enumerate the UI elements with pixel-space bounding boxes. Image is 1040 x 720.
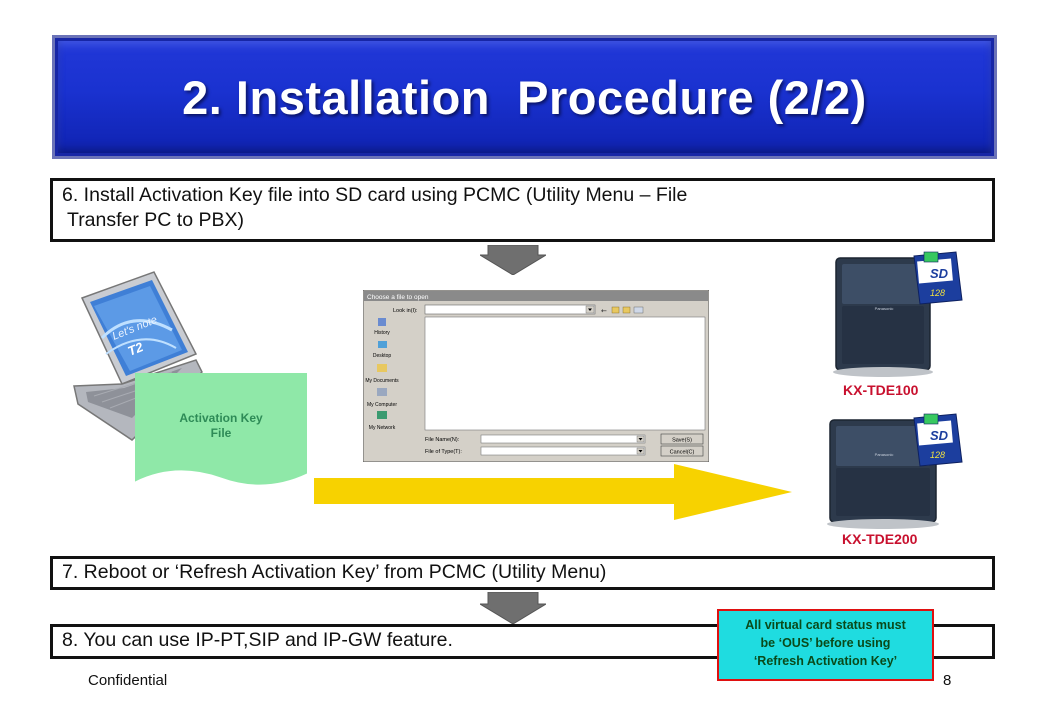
my-documents-icon[interactable]	[377, 364, 387, 372]
svg-text:Panasonic: Panasonic	[875, 452, 894, 457]
warning-note: All virtual card status must be ‘OUS’ be…	[717, 609, 934, 681]
activation-key-file-icon	[135, 373, 307, 485]
step8-text: 8. You can use IP-PT,SIP and IP-GW featu…	[62, 629, 453, 651]
step6-line2: Transfer PC to PBX)	[67, 209, 244, 231]
laptop-model: T2	[126, 339, 146, 359]
activation-key-file-label: Activation Key File	[135, 411, 307, 441]
note-line3: ‘Refresh Activation Key’	[753, 654, 898, 668]
note-line2: be ‘OUS’ before using	[760, 636, 891, 650]
place-my-network[interactable]: My Network	[369, 425, 396, 431]
place-my-computer[interactable]: My Computer	[367, 402, 397, 408]
step7-box: 7. Reboot or ‘Refresh Activation Key’ fr…	[50, 556, 995, 590]
title-banner: 2. Installation Procedure (2/2)	[52, 35, 997, 159]
place-history[interactable]: History	[374, 330, 390, 336]
history-icon[interactable]	[378, 318, 386, 326]
dialog-toolbar-icons[interactable]: ←	[601, 306, 644, 315]
look-in-select[interactable]	[424, 304, 596, 315]
sd-logo: SD	[930, 266, 949, 281]
cancel-button[interactable]	[660, 445, 704, 457]
dialog-title: Choose a file to open	[367, 294, 429, 301]
cancel-button-label: Cancel(C)	[670, 450, 695, 456]
pbx-top-label: KX-TDE100	[843, 382, 919, 398]
file-type-select[interactable]	[480, 446, 646, 456]
save-button[interactable]	[660, 433, 704, 445]
step6-line1: 6. Install Activation Key file into SD c…	[62, 184, 688, 206]
page-number: 8	[943, 672, 952, 689]
footer-confidential: Confidential	[88, 672, 168, 689]
pbx-kx-tde200-icon: Panasonic SD 128	[827, 413, 963, 529]
place-desktop[interactable]: Desktop	[373, 353, 392, 359]
note-line1: All virtual card status must	[745, 618, 906, 632]
down-arrow-icon	[480, 245, 546, 275]
svg-text:←: ←	[601, 307, 607, 315]
file-type-label: File of Type(T):	[425, 449, 462, 455]
look-in-label: Look in(I):	[393, 308, 418, 314]
file-name-label: File Name(N):	[425, 437, 460, 443]
file-list-area[interactable]	[424, 316, 706, 431]
my-computer-icon[interactable]	[377, 388, 387, 396]
pbx-kx-tde100-icon: Panasonic SD 128	[833, 251, 963, 377]
transfer-arrow-icon	[314, 464, 792, 520]
sd-capacity: 128	[930, 288, 945, 298]
place-my-documents[interactable]: My Documents	[365, 378, 399, 384]
doc-label-line1: Activation Key	[179, 411, 263, 425]
step7-text: 7. Reboot or ‘Refresh Activation Key’ fr…	[62, 561, 607, 583]
step6-box: 6. Install Activation Key file into SD c…	[50, 178, 995, 242]
pbx-bottom-label: KX-TDE200	[842, 531, 918, 547]
doc-label-line2: File	[210, 426, 232, 440]
desktop-icon[interactable]	[378, 341, 387, 348]
sd-logo: SD	[930, 428, 949, 443]
file-name-input[interactable]	[480, 434, 646, 444]
file-open-dialog: Choose a file to open Look in(I): ← Hist…	[363, 290, 709, 462]
slide-title: 2. Installation Procedure (2/2)	[182, 70, 867, 124]
svg-text:Panasonic: Panasonic	[875, 306, 894, 311]
sd-capacity: 128	[930, 450, 945, 460]
down-arrow-icon	[480, 592, 546, 624]
my-network-icon[interactable]	[377, 411, 387, 419]
save-button-label: Save(S)	[672, 438, 692, 444]
